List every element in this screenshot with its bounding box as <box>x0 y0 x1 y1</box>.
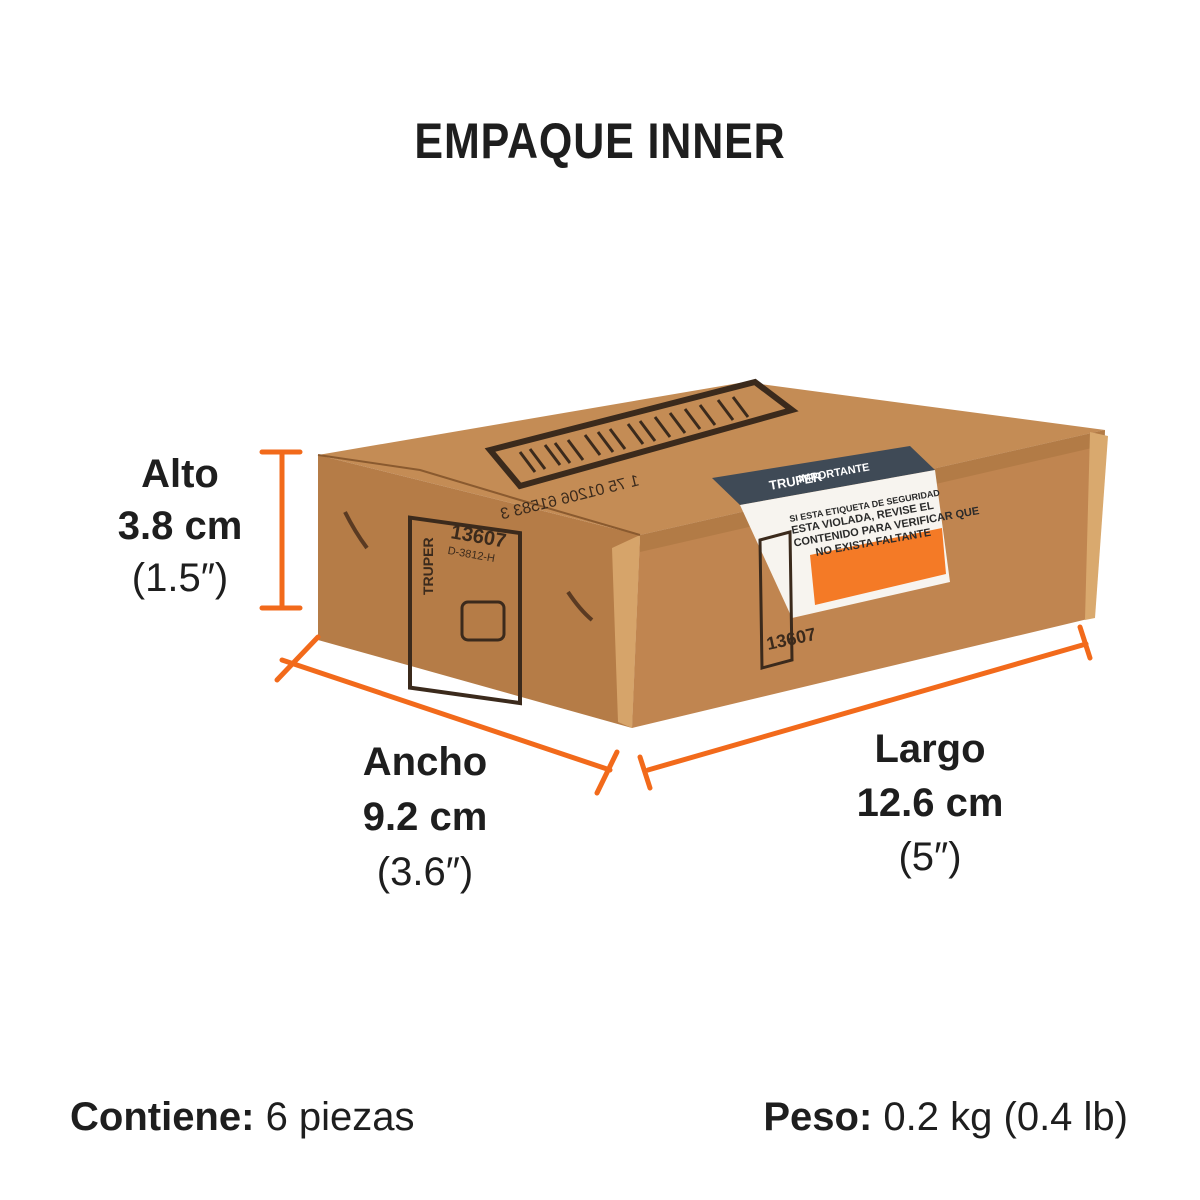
box-short-face <box>318 455 640 728</box>
length-imperial: (5″) <box>898 835 962 879</box>
contents-label: Contiene: <box>70 1095 255 1139</box>
width-dimension-line <box>274 634 620 796</box>
corrugated-edge-right <box>1085 432 1108 620</box>
corrugated-edge-left <box>612 535 640 728</box>
safety-sticker: TRUPER IMPORTANTE SI ESTA ETIQUETA DE SE… <box>712 446 980 618</box>
contents-info: Contiene: 6 piezas <box>70 1095 415 1140</box>
side-brand: TRUPER <box>420 537 436 595</box>
length-value: 12.6 cm <box>856 781 1004 825</box>
length-dimension-line <box>637 624 1093 791</box>
height-imperial: (1.5″) <box>131 556 229 600</box>
hand-hole-right <box>566 590 594 622</box>
height-dimension-line <box>259 449 303 611</box>
length-label: Largo 12.6 cm (5″) <box>820 722 1040 884</box>
weight-label: Peso: <box>763 1095 873 1139</box>
page-title: EMPAQUE INNER <box>414 113 786 169</box>
contents-value: 6 piezas <box>265 1095 415 1139</box>
width-value: 9.2 cm <box>362 795 488 840</box>
length-title: Largo <box>874 727 986 771</box>
height-title: Alto <box>141 452 219 496</box>
height-label: Alto 3.8 cm (1.5″) <box>100 448 260 604</box>
height-value: 3.8 cm <box>117 504 243 548</box>
box-top-face <box>318 382 1105 535</box>
socket-icon <box>460 600 506 642</box>
width-imperial: (3.6″) <box>376 850 474 895</box>
width-label: Ancho 9.2 cm (3.6″) <box>325 735 525 901</box>
weight-value: 0.2 kg (0.4 lb) <box>883 1095 1128 1139</box>
width-title: Ancho <box>362 740 488 784</box>
hand-hole-left <box>343 511 369 550</box>
weight-info: Peso: 0.2 kg (0.4 lb) <box>763 1095 1128 1140</box>
